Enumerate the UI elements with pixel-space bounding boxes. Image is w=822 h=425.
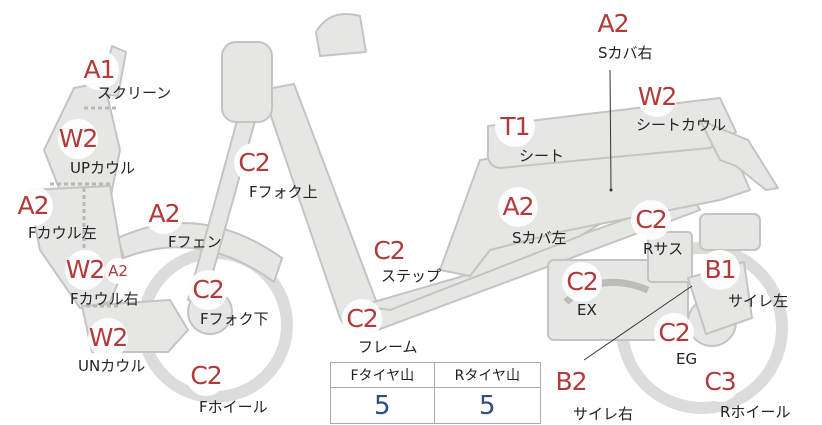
pointer-s-cover-right bbox=[609, 69, 612, 191]
grade-f-fender: A2 bbox=[144, 194, 184, 234]
label-f-fender: Fフェン bbox=[168, 233, 222, 251]
front-tread-value: 5 bbox=[330, 387, 435, 424]
rear-shock-shape bbox=[647, 231, 693, 283]
grade-r-suspension: C2 bbox=[631, 200, 671, 240]
grade-step: C2 bbox=[369, 231, 409, 271]
grade-frame: C2 bbox=[342, 299, 382, 339]
grade-f-fork-lower: C2 bbox=[188, 270, 228, 310]
label-screen: スクリーン bbox=[97, 84, 172, 102]
grade-f-cowl-right-extra: A2 bbox=[105, 258, 131, 284]
grade-muffler-right: B2 bbox=[551, 362, 591, 402]
label-f-cowl-left: Fカウル左 bbox=[28, 224, 97, 242]
label-f-fork-lower: Fフォク下 bbox=[200, 310, 269, 328]
tail-cowl-shape bbox=[699, 119, 779, 191]
handlebar-shape bbox=[315, 13, 367, 57]
headlight-shape bbox=[221, 41, 273, 123]
label-un-cowl: UNカウル bbox=[78, 357, 146, 375]
front-tread-header: Fタイヤ山 bbox=[330, 362, 435, 388]
grade-r-wheel: C3 bbox=[700, 362, 740, 402]
pointer-muffler-right bbox=[583, 285, 693, 361]
label-f-fork-upper: Fフォク上 bbox=[249, 183, 318, 201]
rear-shock-top-shape bbox=[699, 213, 761, 251]
grade-f-wheel: C2 bbox=[186, 356, 226, 396]
label-r-suspension: Rサス bbox=[643, 240, 684, 258]
grade-f-cowl-left: A2 bbox=[13, 186, 53, 226]
label-seat: シート bbox=[519, 147, 565, 165]
grade-seat: T1 bbox=[495, 107, 535, 147]
grade-f-fork-upper: C2 bbox=[234, 143, 274, 183]
grade-s-cover-left: A2 bbox=[498, 187, 538, 227]
label-step: ステップ bbox=[381, 267, 442, 285]
label-up-cowl: UPカウル bbox=[70, 159, 136, 177]
grade-muffler-left: B1 bbox=[700, 250, 740, 290]
label-r-wheel: Rホイール bbox=[720, 403, 791, 421]
label-muffler-right: サイレ右 bbox=[573, 405, 634, 423]
tire-tread-table: Fタイヤ山 Rタイヤ山 5 5 bbox=[330, 362, 542, 424]
label-f-wheel: Fホイール bbox=[199, 398, 268, 416]
grade-un-cowl: W2 bbox=[88, 318, 128, 358]
label-seat-cowl: シートカウル bbox=[636, 116, 727, 134]
rear-tread-header: Rタイヤ山 bbox=[433, 362, 542, 388]
grade-ex: C2 bbox=[562, 262, 602, 302]
label-frame: フレーム bbox=[358, 338, 418, 356]
grade-eg: C2 bbox=[654, 313, 694, 353]
pointer-dot bbox=[609, 188, 613, 192]
grade-up-cowl: W2 bbox=[58, 119, 98, 159]
rear-tread-value: 5 bbox=[433, 387, 542, 424]
label-ex: EX bbox=[577, 301, 597, 319]
label-muffler-left: サイレ左 bbox=[728, 292, 789, 310]
label-eg: EG bbox=[676, 350, 698, 368]
label-f-cowl-right: Fカウル右 bbox=[70, 290, 139, 308]
label-s-cover-right: Sカバ右 bbox=[598, 44, 653, 62]
grade-seat-cowl: W2 bbox=[637, 77, 677, 117]
label-s-cover-left: Sカバ左 bbox=[512, 229, 567, 247]
grade-f-cowl-right: W2 bbox=[65, 250, 105, 290]
grade-s-cover-right: A2 bbox=[593, 4, 633, 44]
grade-screen: A1 bbox=[79, 50, 119, 90]
